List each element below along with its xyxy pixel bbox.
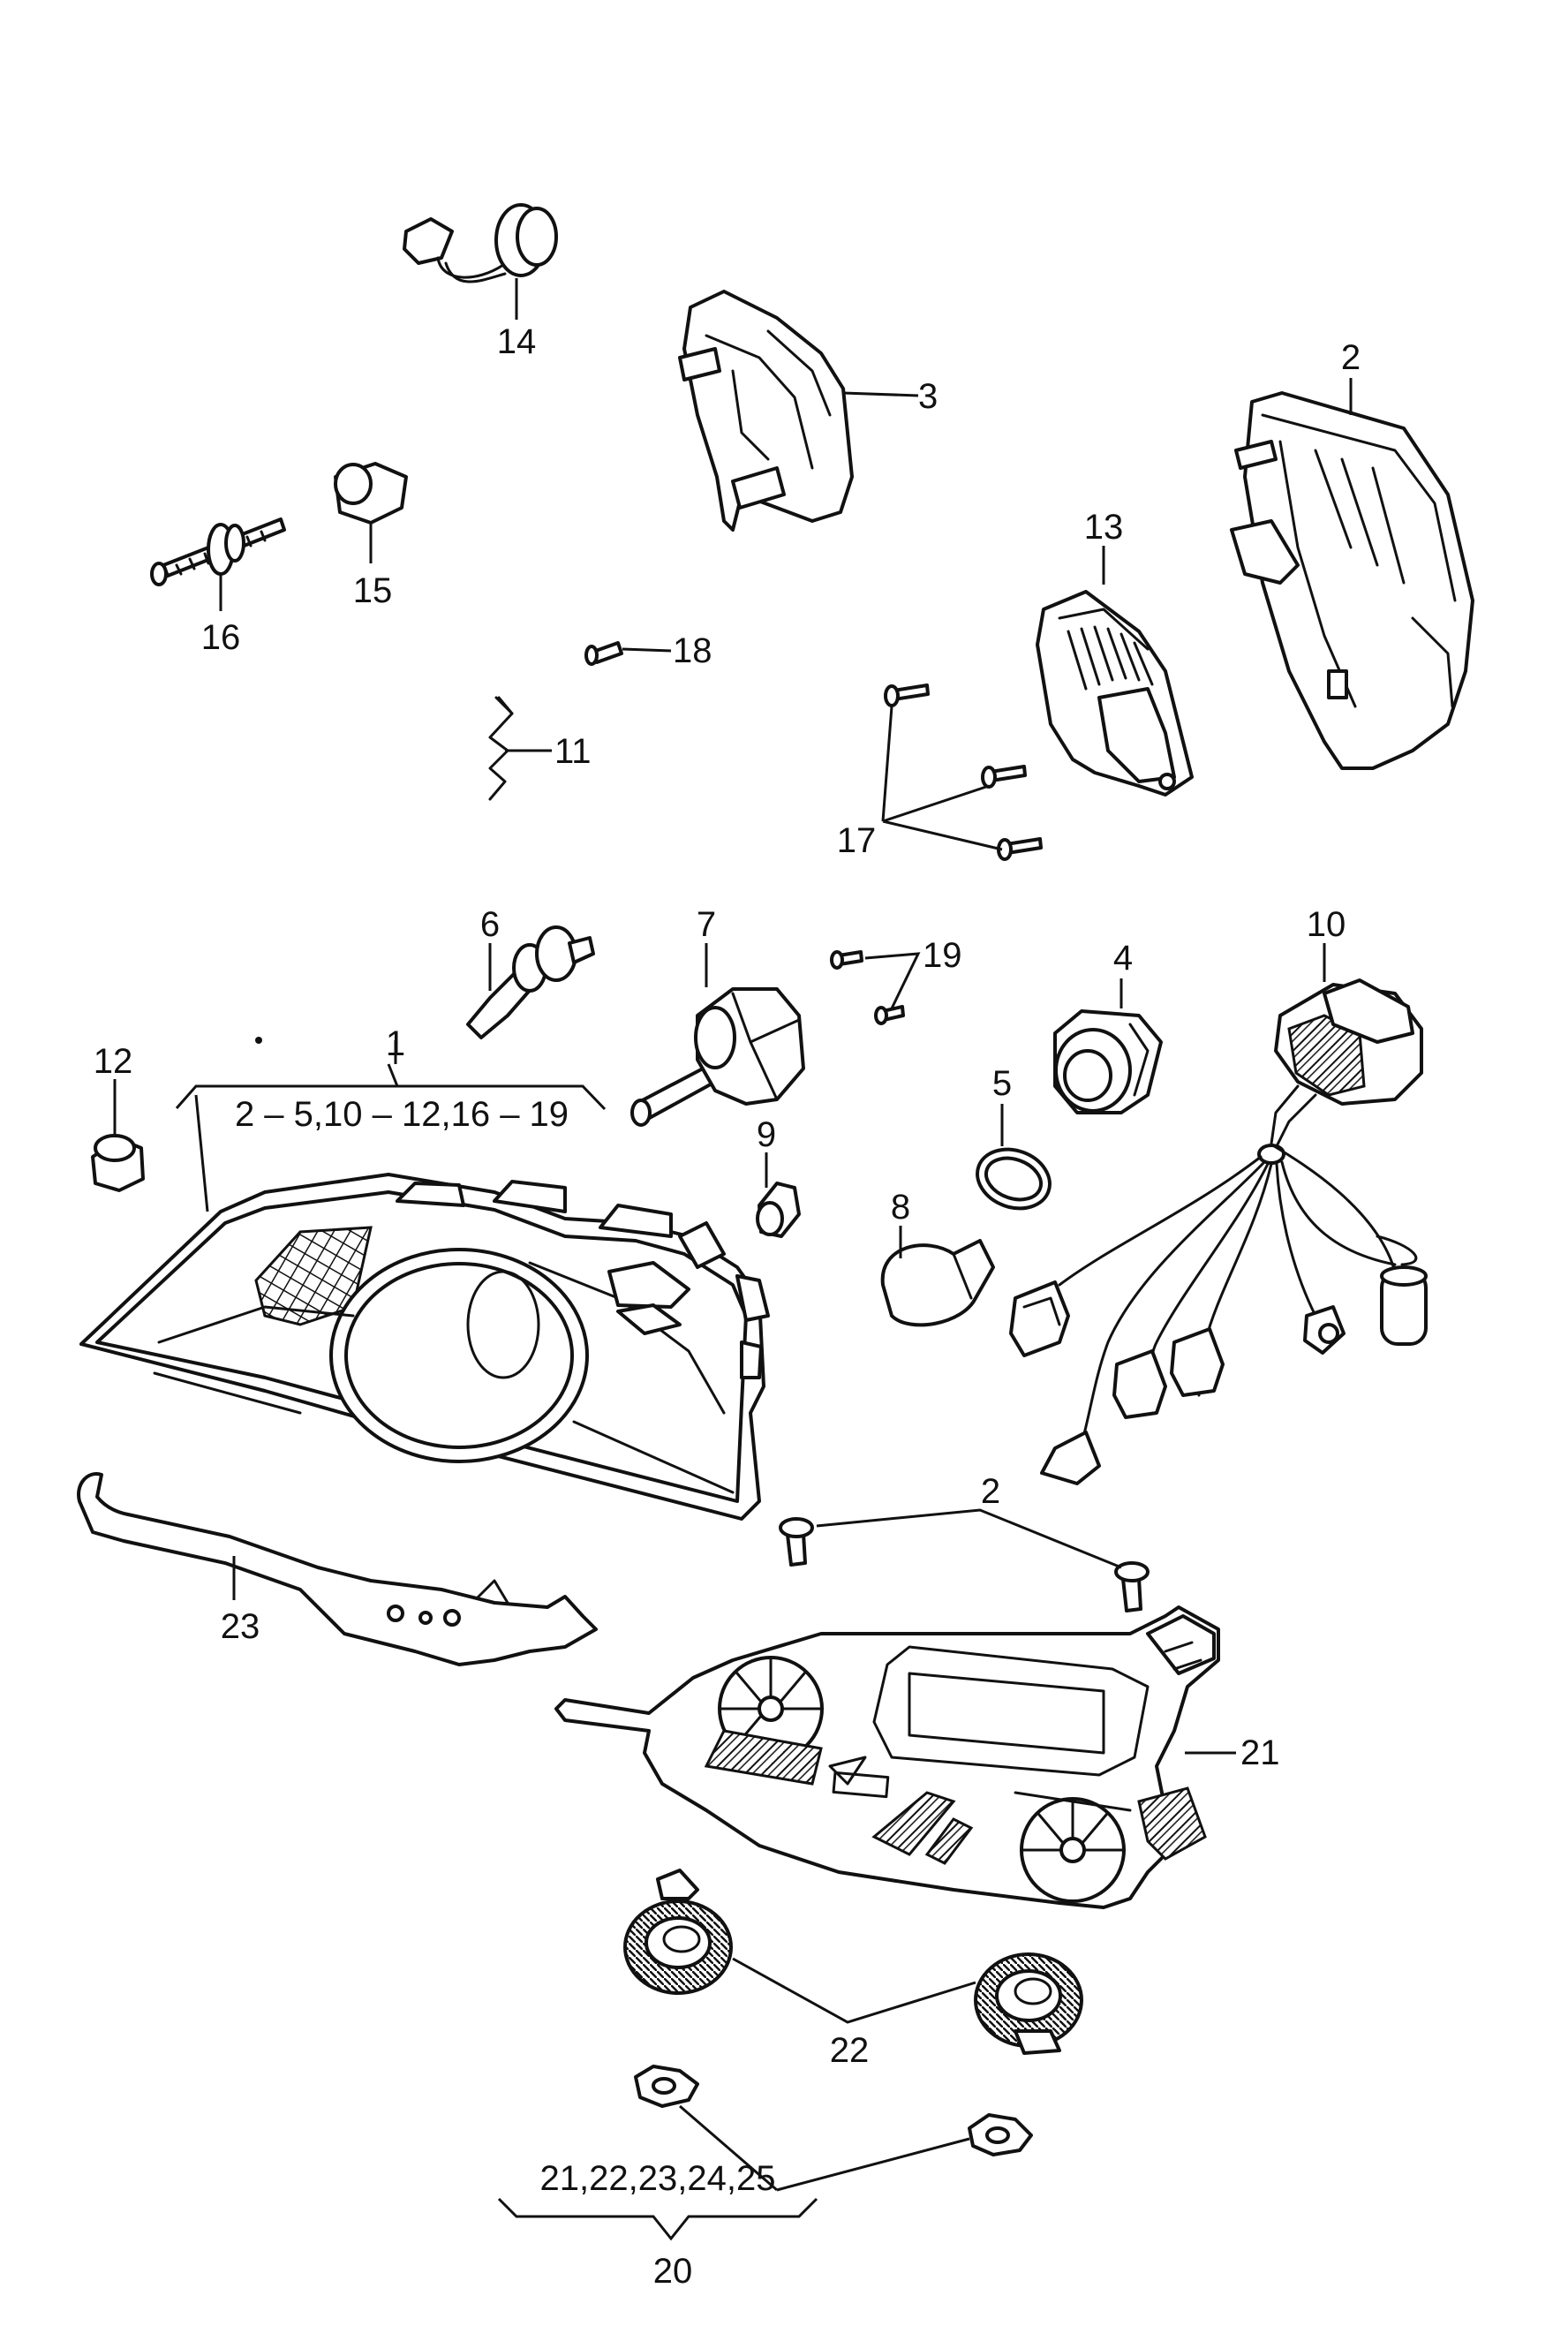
part-8-bulb — [880, 1226, 995, 1327]
part-18-small-screw — [584, 641, 672, 666]
part-10-wiring-harness — [1009, 943, 1428, 1485]
part-20-group-bracket — [497, 2197, 818, 2241]
part-2-rear-cover — [1230, 378, 1474, 770]
label-18: 18 — [673, 631, 712, 670]
label-1: 1 — [386, 1024, 405, 1063]
part-6-bulb — [466, 925, 595, 1039]
label-11: 11 — [554, 732, 592, 771]
part-7-xenon-bulb — [630, 943, 805, 1127]
part-17-screws — [881, 683, 1043, 861]
label-7: 7 — [697, 905, 716, 944]
label-20-group: 21,22,23,24,25 — [540, 2159, 776, 2198]
label-17: 17 — [837, 821, 877, 860]
label-5: 5 — [992, 1064, 1012, 1103]
label-14: 14 — [497, 322, 537, 361]
label-1-group: 2 – 5,10 – 12,16 – 19 — [235, 1095, 569, 1134]
part-21-base-plate — [554, 1605, 1236, 1909]
part-11-spring-clip — [488, 696, 552, 801]
part-3-bracket-housing — [678, 290, 919, 532]
label-9: 9 — [757, 1115, 776, 1154]
part-2-screws — [779, 1508, 1150, 1612]
label-6: 6 — [480, 905, 500, 944]
part-washers — [634, 2065, 1033, 2192]
label-4: 4 — [1113, 939, 1133, 978]
part-23-bracket-strip — [77, 1472, 598, 1666]
label-23: 23 — [221, 1607, 260, 1646]
label-19: 19 — [923, 936, 962, 975]
part-5-o-ring — [976, 1104, 1052, 1211]
label-15: 15 — [353, 571, 393, 610]
part-16-adjusting-screw — [150, 517, 286, 611]
label-12: 12 — [94, 1042, 133, 1081]
label-22: 22 — [830, 2031, 870, 2070]
label-2-top: 2 — [1341, 338, 1361, 377]
part-22-gears — [623, 1869, 1083, 2055]
label-20: 20 — [653, 2252, 693, 2291]
label-3: 3 — [918, 377, 938, 416]
part-9-small-bulb — [756, 1152, 801, 1238]
part-4-bulb-socket — [1053, 978, 1163, 1114]
label-13: 13 — [1084, 508, 1124, 547]
label-10: 10 — [1307, 905, 1346, 944]
label-8: 8 — [891, 1188, 910, 1227]
part-13-control-unit — [1036, 546, 1194, 797]
label-2-screws: 2 — [981, 1472, 1000, 1511]
label-16: 16 — [201, 618, 241, 657]
part-12-clip — [91, 1079, 145, 1192]
part-15-clip-nut — [334, 462, 408, 563]
part-19-small-screws — [830, 950, 921, 1025]
callout-labels: 14 3 2 13 15 16 18 11 17 6 7 19 4 10 1 2… — [94, 322, 1361, 2291]
part-14-cable-grommet — [403, 203, 558, 320]
part-1-headlight-housing — [79, 1037, 770, 1521]
label-21: 21 — [1240, 1733, 1280, 1772]
